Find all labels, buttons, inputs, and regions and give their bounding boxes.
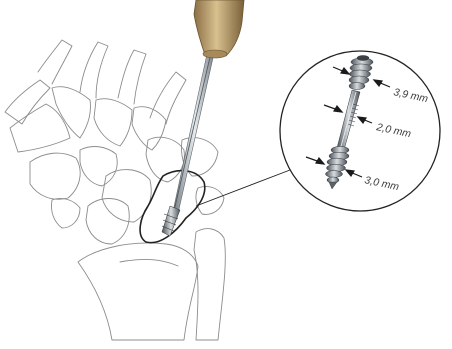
screwdriver-handle bbox=[194, 0, 244, 56]
magnified-callout: 3,9 mm 2,0 mm 3,0 mm bbox=[280, 51, 440, 211]
screwdriver-instrument bbox=[162, 0, 244, 236]
ulna-bone bbox=[194, 229, 225, 340]
finger-ray-4 bbox=[118, 50, 146, 104]
scaphoid-highlight bbox=[140, 171, 205, 243]
screw-in-bone bbox=[162, 206, 180, 236]
metacarpal-4 bbox=[132, 107, 166, 150]
wrist-bones-outline bbox=[5, 40, 225, 340]
callout-connector-line bbox=[196, 170, 290, 206]
carpal-trapezoid bbox=[80, 147, 117, 186]
radius-bone bbox=[78, 243, 198, 340]
carpal-small bbox=[51, 198, 80, 228]
guide-wire bbox=[170, 40, 214, 228]
radius-inner-line bbox=[120, 259, 178, 266]
finger-ray-3 bbox=[80, 42, 108, 98]
metacarpal-1 bbox=[10, 104, 70, 152]
handle-ferrule bbox=[203, 50, 227, 58]
finger-ray-1 bbox=[5, 80, 50, 124]
carpal-lunate bbox=[86, 199, 129, 245]
finger-ray-5 bbox=[150, 72, 186, 124]
carpal-trapezium bbox=[30, 153, 80, 199]
finger-ray-2 bbox=[38, 40, 72, 84]
metacarpal-3 bbox=[94, 99, 132, 146]
